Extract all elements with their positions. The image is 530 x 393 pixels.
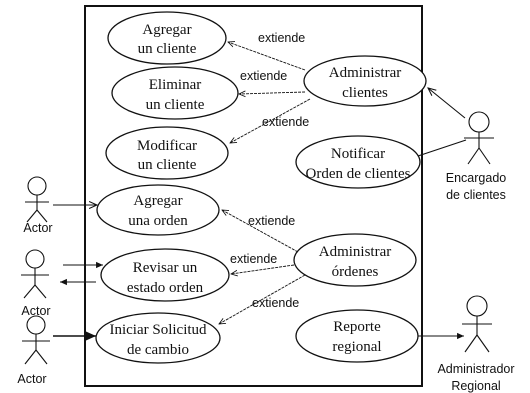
use-case-label-line: Orden de clientes <box>306 166 411 182</box>
extend-line <box>231 264 295 274</box>
extend-line <box>239 92 306 94</box>
use-case-agregar-cliente: Agregar un cliente <box>107 11 227 65</box>
use-case-reporte-regional: Reporte regional <box>295 309 419 363</box>
actor-label: Regional <box>451 379 500 393</box>
use-case-notificar-orden: Notificar Orden de clientes <box>295 135 421 189</box>
actor-1 <box>25 176 49 223</box>
system-boundary <box>84 5 423 387</box>
use-case-modificar-cliente: Modificar un cliente <box>105 126 229 180</box>
use-case-label-line: un cliente <box>146 97 205 113</box>
use-case-label-line: Notificar <box>331 146 385 162</box>
extend-label: extiende <box>240 69 287 83</box>
use-case-label-line: una orden <box>128 213 188 229</box>
use-case-label-line: de cambio <box>127 342 189 358</box>
extend-label: extiende <box>252 296 299 310</box>
extend-label: extiende <box>262 115 309 129</box>
use-case-label-line: Iniciar Solicitud <box>109 322 207 338</box>
use-case-administrar-clientes: Administrar clientes <box>303 55 427 107</box>
extend-line <box>219 274 306 324</box>
associations <box>53 88 467 341</box>
actor-label: Actor <box>17 372 46 386</box>
actor-label: Encargado <box>446 171 507 185</box>
use-case-label-line: estado orden <box>127 280 204 296</box>
association-line <box>428 88 466 119</box>
use-case-label-line: Revisar un <box>133 260 198 276</box>
actor-encargado <box>464 111 494 165</box>
actor-label: Actor <box>23 221 52 235</box>
extend-labels: extiende extiende extiende extiende exti… <box>230 31 309 310</box>
extend-line <box>228 42 306 71</box>
extend-label: extiende <box>230 252 277 266</box>
use-case-eliminar-cliente: Eliminar un cliente <box>111 66 239 120</box>
actor-label: Administrador <box>437 362 514 376</box>
actor-label: de clientes <box>446 188 506 202</box>
actor-3 <box>22 315 50 365</box>
use-case-label-line: Eliminar <box>149 77 202 93</box>
use-case-label-line: Agregar <box>133 193 182 209</box>
extend-label: extiende <box>258 31 305 45</box>
use-case-label-line: órdenes <box>332 264 379 280</box>
use-case-label-line: clientes <box>342 85 388 101</box>
use-case-label-line: Administrar <box>319 244 392 260</box>
extend-label: extiende <box>248 214 295 228</box>
use-case-iniciar-solicitud: Iniciar Solicitud de cambio <box>95 312 221 364</box>
actor-label: Actor <box>21 304 50 318</box>
use-case-agregar-orden: Agregar una orden <box>96 184 220 236</box>
extend-line <box>230 98 311 143</box>
extend-line <box>222 210 299 253</box>
association-line <box>417 139 467 157</box>
use-case-label-line: Agregar <box>142 22 191 38</box>
use-case-label-line: un cliente <box>138 41 197 57</box>
use-case-label-line: un cliente <box>138 157 197 173</box>
use-case-label-line: Administrar <box>329 65 402 81</box>
actor-administrador <box>462 295 492 353</box>
use-case-label-line: Reporte <box>333 319 381 335</box>
use-case-label-line: Modificar <box>137 138 197 154</box>
use-case-revisar-estado: Revisar un estado orden <box>100 248 230 302</box>
use-case-label-line: regional <box>332 339 381 355</box>
actor-2 <box>21 249 49 299</box>
use-case-administrar-ordenes: Administrar órdenes <box>293 233 417 287</box>
extend-relations <box>219 42 311 324</box>
